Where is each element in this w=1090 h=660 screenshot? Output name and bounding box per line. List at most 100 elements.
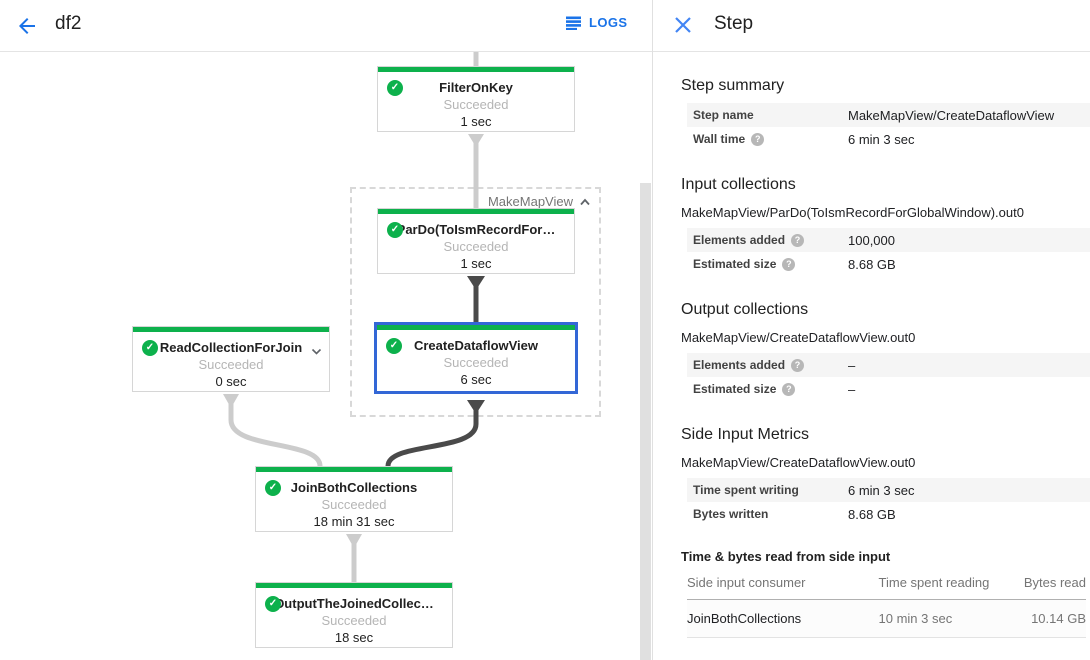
col-side-input-consumer: Side input consumer (687, 568, 879, 600)
group-collapse-toggle[interactable]: MakeMapView (488, 194, 591, 209)
kv-row-elements-added: Elements added ? 100,000 (687, 228, 1090, 252)
node-title: FilterOnKey (439, 80, 513, 95)
node-time: 6 sec (460, 372, 492, 387)
kv-label-text: Estimated size (693, 382, 777, 396)
kv-row-estimated-size: Estimated size ? 8.68 GB (687, 252, 1090, 276)
help-icon[interactable]: ? (782, 257, 796, 271)
output-collections-heading: Output collections (681, 301, 809, 318)
node-time: 0 sec (215, 374, 247, 389)
help-icon[interactable]: ? (791, 358, 805, 372)
node-time: 1 sec (460, 114, 492, 129)
node-status-bar (133, 327, 329, 332)
node-status-bar (378, 209, 574, 214)
side-input-collection-name: MakeMapView/CreateDataflowView.out0 (681, 455, 916, 470)
kv-row-estimated-size: Estimated size ? – (687, 377, 1090, 401)
chevron-down-icon[interactable] (311, 342, 322, 360)
kv-label-text: Estimated size (693, 257, 777, 271)
help-icon[interactable]: ? (782, 382, 796, 396)
table-row: JoinBothCollections 10 min 3 sec 10.14 G… (687, 599, 1086, 638)
kv-value: 100,000 (848, 232, 895, 248)
graph-node-outputthejoinedcollection[interactable]: ✓ OutputTheJoinedCollec… Succeeded 18 se… (255, 582, 453, 648)
node-time: 1 sec (460, 256, 492, 271)
node-status: Succeeded (443, 97, 509, 112)
node-title: ReadCollectionForJoin (159, 340, 303, 355)
node-title: CreateDataflowView (413, 338, 539, 353)
step-summary-heading: Step summary (681, 77, 785, 94)
kv-label: Time spent writing (693, 483, 799, 497)
kv-label: Elements added ? (693, 358, 848, 372)
step-detail-panel: Step summary Step name MakeMapView/Creat… (653, 52, 1090, 660)
node-title: JoinBothCollections (290, 480, 418, 495)
graph-node-createdataflowview-selected[interactable]: ✓ CreateDataflowView Succeeded 6 sec (374, 322, 578, 394)
kv-label: Bytes written (693, 507, 769, 521)
group-label: MakeMapView (487, 194, 573, 209)
col-bytes-read: Bytes read (998, 568, 1086, 600)
logs-button[interactable]: LOGS (566, 15, 627, 30)
node-status: Succeeded (321, 497, 387, 512)
check-circle-icon: ✓ (142, 340, 158, 356)
graph-node-joinbothcollections[interactable]: ✓ JoinBothCollections Succeeded 18 min 3… (255, 466, 453, 532)
node-status-bar (378, 67, 574, 72)
output-collections-rows: Elements added ? – Estimated size ? – (687, 353, 1090, 401)
kv-row-elements-added: Elements added ? – (687, 353, 1090, 377)
kv-value: 6 min 3 sec (848, 131, 915, 147)
node-status-bar (256, 467, 452, 472)
graph-node-filteronkey[interactable]: ✓ FilterOnKey Succeeded 1 sec (377, 66, 575, 132)
kv-label-text: Elements added (693, 358, 786, 372)
kv-label: Estimated size ? (693, 382, 848, 396)
graph-node-readcollectionforjoin[interactable]: ✓ ReadCollectionForJoin Succeeded 0 sec (132, 326, 330, 392)
check-circle-icon: ✓ (386, 338, 402, 354)
job-title: df2 (55, 13, 82, 34)
table-header-row: Side input consumer Time spent reading B… (687, 568, 1086, 600)
side-input-rows: Time spent writing 6 min 3 sec Bytes wri… (687, 478, 1090, 526)
kv-value: MakeMapView/CreateDataflowView (848, 107, 1055, 123)
node-title: ParDo(ToIsmRecordFor… (396, 222, 556, 237)
chevron-up-icon (580, 198, 590, 205)
help-icon[interactable]: ? (791, 233, 805, 247)
panel-title: Step (714, 13, 754, 34)
kv-row-bytes-written: Bytes written 8.68 GB (687, 502, 1090, 526)
kv-label: Wall time ? (693, 132, 848, 146)
side-input-table-title: Time & bytes read from side input (681, 549, 891, 564)
kv-value: 8.68 GB (848, 256, 896, 272)
node-time: 18 sec (334, 630, 374, 645)
node-status: Succeeded (443, 239, 509, 254)
step-summary-rows: Step name MakeMapView/CreateDataflowView… (687, 103, 1090, 151)
node-status: Succeeded (443, 355, 509, 370)
input-collection-name: MakeMapView/ParDo(ToIsmRecordForGlobalWi… (681, 205, 1024, 220)
output-collection-name: MakeMapView/CreateDataflowView.out0 (681, 330, 916, 345)
kv-label: Step name (693, 108, 754, 122)
logs-button-label: LOGS (589, 15, 628, 30)
input-collections-rows: Elements added ? 100,000 Estimated size … (687, 228, 1090, 276)
check-circle-icon: ✓ (265, 596, 281, 612)
kv-label: Elements added ? (693, 233, 848, 247)
panel-divider (652, 0, 653, 660)
kv-label-text: Wall time (693, 132, 746, 146)
check-circle-icon: ✓ (387, 80, 403, 96)
col-time-spent-reading: Time spent reading (878, 568, 999, 600)
kv-value: – (848, 357, 856, 373)
input-collections-heading: Input collections (681, 176, 796, 193)
graph-node-pardo-toismrecord[interactable]: ✓ ParDo(ToIsmRecordFor… Succeeded 1 sec (377, 208, 575, 274)
vertical-scrollbar[interactable] (640, 183, 651, 660)
side-input-metrics-heading: Side Input Metrics (681, 426, 810, 443)
node-status: Succeeded (198, 357, 264, 372)
node-time: 18 min 31 sec (313, 514, 395, 529)
top-bar: df2 LOGS Step (0, 0, 1090, 52)
node-status: Succeeded (321, 613, 387, 628)
kv-value: 8.68 GB (848, 506, 896, 522)
cell-consumer: JoinBothCollections (687, 599, 879, 638)
kv-label-text: Elements added (693, 233, 786, 247)
node-status-bar (377, 325, 575, 330)
help-icon[interactable]: ? (751, 132, 765, 146)
node-status-bar (256, 583, 452, 588)
kv-value: 6 min 3 sec (848, 482, 915, 498)
logs-list-icon (566, 16, 581, 30)
back-arrow-icon[interactable] (14, 14, 40, 38)
kv-value: – (848, 381, 856, 397)
pipeline-graph: MakeMapView (0, 52, 652, 660)
kv-row-time-spent-writing: Time spent writing 6 min 3 sec (687, 478, 1090, 502)
cell-bytes-read: 10.14 GB (998, 599, 1086, 638)
close-icon[interactable] (672, 15, 694, 37)
